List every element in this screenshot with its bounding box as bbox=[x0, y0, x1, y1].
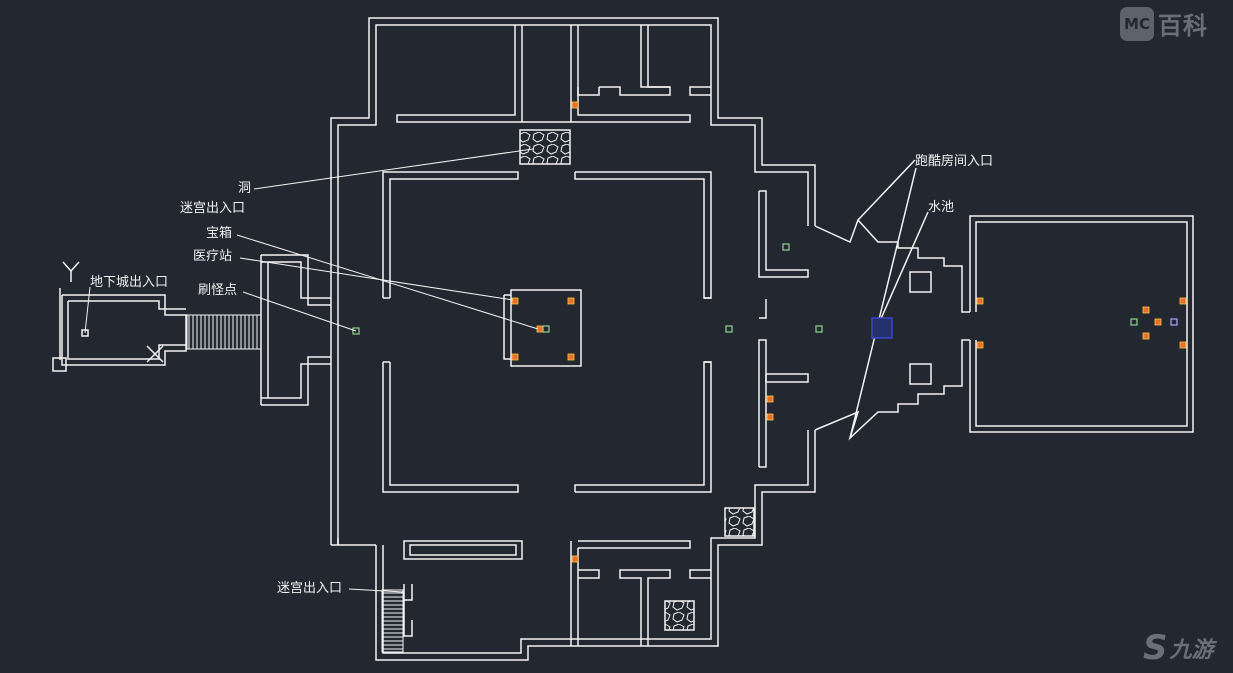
chest-markers bbox=[511, 101, 1187, 563]
chest-icon bbox=[567, 297, 575, 305]
chest-icon bbox=[766, 395, 774, 403]
chest-icon bbox=[1142, 332, 1150, 340]
jiuyou-logo-icon: S bbox=[1143, 628, 1168, 668]
medical-station-icon bbox=[352, 327, 360, 335]
chest-icon bbox=[1154, 318, 1162, 326]
chest-icon bbox=[976, 341, 984, 349]
stair-icon bbox=[381, 589, 404, 653]
cave-hatch-icon bbox=[519, 129, 571, 165]
medical-station-icon bbox=[725, 325, 733, 333]
jiuyou-watermark: S 九游 bbox=[1143, 628, 1214, 668]
chest-icon bbox=[511, 297, 519, 305]
label-pool: 水池 bbox=[928, 200, 955, 215]
medical-station-icon bbox=[782, 243, 790, 251]
label-chest: 宝箱 bbox=[206, 226, 233, 241]
stair-icon bbox=[186, 314, 262, 350]
mc-badge-icon: MC bbox=[1120, 6, 1154, 41]
chest-icon bbox=[571, 555, 579, 563]
chest-icon bbox=[1142, 306, 1150, 314]
mc-watermark: MC 百科 bbox=[1120, 6, 1208, 41]
jiuyou-watermark-text: 九游 bbox=[1169, 638, 1214, 663]
chest-icon bbox=[567, 353, 575, 361]
label-maze-exit-upper: 迷宫出入口 bbox=[180, 201, 246, 216]
label-parkour-entrance: 跑酷房间入口 bbox=[915, 154, 994, 169]
pool-icon bbox=[871, 317, 893, 339]
medical-markers bbox=[352, 243, 1138, 335]
chest-icon bbox=[1179, 297, 1187, 305]
chest-icon bbox=[511, 353, 519, 361]
chest-icon bbox=[976, 297, 984, 305]
medical-station-icon bbox=[815, 325, 823, 333]
label-maze-exit-lower: 迷宫出入口 bbox=[277, 581, 343, 596]
cave-hatch-icon bbox=[724, 507, 755, 537]
spawn-point-icon bbox=[1170, 318, 1178, 326]
label-medical-station: 医疗站 bbox=[193, 249, 233, 264]
medical-station-icon bbox=[542, 325, 550, 333]
leader-lines bbox=[84, 148, 539, 593]
medical-station-icon bbox=[1130, 318, 1138, 326]
chest-icon bbox=[571, 101, 579, 109]
label-cave: 洞 bbox=[238, 181, 252, 196]
walls bbox=[52, 17, 1194, 661]
label-dungeon-exit: 地下城出入口 bbox=[90, 275, 169, 290]
chest-icon bbox=[766, 413, 774, 421]
mc-watermark-text: 百科 bbox=[1158, 12, 1208, 40]
chest-icon bbox=[1179, 341, 1187, 349]
cave-hatch-icon bbox=[664, 600, 695, 631]
label-spawn-point: 刷怪点 bbox=[198, 283, 238, 298]
